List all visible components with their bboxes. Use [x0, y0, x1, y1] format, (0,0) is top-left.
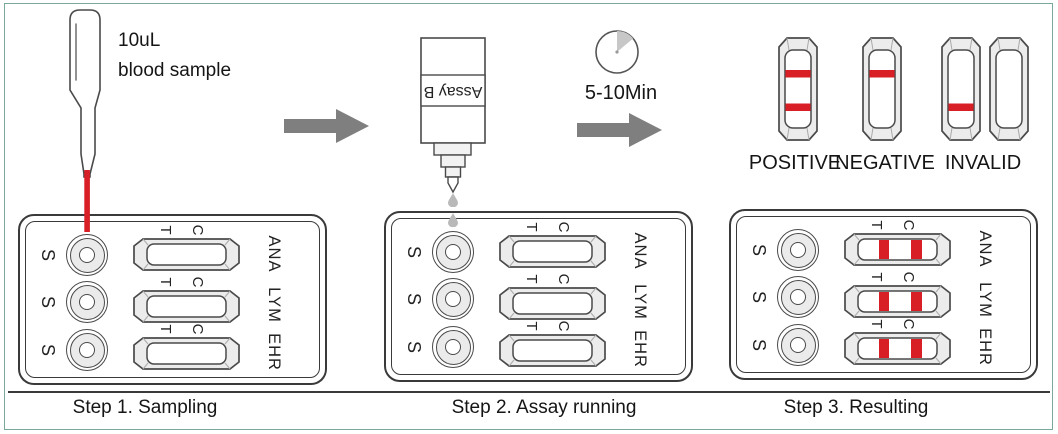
control-line-label: C: [189, 224, 207, 236]
blood-line: [84, 170, 90, 232]
sample-well-label: S: [749, 243, 770, 256]
cassette-strip-label-ehr: EHR: [976, 328, 995, 366]
cassette-inner-panel: [25, 221, 320, 378]
test-line-label: T: [157, 225, 175, 235]
result-window: [844, 332, 951, 365]
control-line-label: C: [555, 221, 573, 233]
control-line: [911, 240, 922, 259]
sample-well-label: S: [404, 340, 425, 353]
divider-line: [8, 391, 1050, 393]
result-window: [844, 285, 951, 318]
test-line-label: T: [868, 272, 886, 282]
cassette-strip-label-ehr: EHR: [631, 330, 650, 368]
control-line-label: C: [900, 318, 918, 330]
sample-well: [777, 324, 819, 366]
test-line-label: T: [523, 274, 541, 284]
control-line-label: C: [189, 276, 207, 288]
control-line: [869, 70, 895, 78]
sample-well-label: S: [749, 290, 770, 303]
test-line-label: T: [868, 319, 886, 329]
test-cassette-step1: S S S T C T C T C ANA LYM EHR: [18, 214, 327, 385]
control-line-label: C: [900, 271, 918, 283]
test-line-label: T: [157, 324, 175, 334]
control-line-label: C: [900, 219, 918, 231]
sample-well: [66, 329, 108, 371]
buffer-bottle-icon: [420, 37, 486, 194]
result-window: [499, 235, 606, 268]
result-label-negative: NEGATIVE: [835, 152, 935, 174]
cassette-strip-label-ehr: EHR: [265, 333, 284, 371]
sample-well-label: S: [404, 245, 425, 258]
result-strip-positive: [778, 37, 818, 141]
test-line: [879, 240, 889, 259]
test-line-label: T: [868, 220, 886, 230]
result-label-invalid: INVALID: [944, 152, 1022, 174]
result-strip-invalid-blank: [989, 37, 1029, 141]
result-window: [133, 290, 240, 323]
test-line-label: T: [157, 277, 175, 287]
control-line-label: C: [189, 323, 207, 335]
timer-label: 5-10Min: [584, 82, 658, 104]
control-line: [911, 292, 922, 311]
cassette-inner-panel: [391, 218, 686, 375]
result-window: [133, 337, 240, 370]
test-cassette-step2: S S S T C T C T C ANA LYM EHR: [384, 211, 693, 382]
test-cassette-step3: S S S T C T C T C: [729, 209, 1038, 380]
result-window: [133, 238, 240, 271]
sample-well: [777, 276, 819, 318]
sample-note-line2: blood sample: [118, 60, 232, 81]
sample-well: [66, 281, 108, 323]
result-strip-negative: [862, 37, 902, 141]
sample-well: [432, 231, 474, 273]
sample-well: [66, 234, 108, 276]
result-label-positive: POSITIVE: [748, 152, 842, 174]
test-line: [948, 103, 974, 111]
droplet-icon: [448, 193, 458, 207]
result-window: [499, 287, 606, 320]
result-window: [499, 334, 606, 367]
sample-well: [432, 278, 474, 320]
sample-well-label: S: [38, 295, 59, 308]
step3-caption: Step 3. Resulting: [783, 397, 929, 418]
step1-caption: Step 1. Sampling: [72, 397, 218, 418]
arrow-right-icon: [577, 113, 662, 147]
cassette-inner-panel: [736, 216, 1031, 373]
arrow-right-icon: [284, 109, 369, 143]
sample-well-label: S: [404, 292, 425, 305]
sample-well: [432, 326, 474, 368]
timer-icon: [595, 30, 639, 74]
dropper-icon: [69, 9, 101, 232]
bottle-label: Assay B: [423, 83, 483, 100]
control-line: [911, 339, 922, 358]
control-line-label: C: [555, 273, 573, 285]
test-line: [785, 103, 811, 111]
step2-caption: Step 2. Assay running: [451, 397, 637, 418]
sample-well-label: S: [38, 248, 59, 261]
control-line-label: C: [555, 320, 573, 332]
test-line-label: T: [523, 321, 541, 331]
test-line: [879, 292, 889, 311]
sample-note: 10uL blood sample: [118, 26, 231, 86]
sample-well: [777, 229, 819, 271]
result-strip-invalid-no-control: [941, 37, 981, 141]
test-line: [879, 339, 889, 358]
droplet-icon: [448, 213, 458, 227]
result-window: [844, 233, 951, 266]
sample-well-label: S: [749, 338, 770, 351]
test-line-label: T: [523, 222, 541, 232]
control-line: [785, 70, 811, 78]
sample-well-label: S: [38, 343, 59, 356]
sample-note-line1: 10uL: [118, 30, 161, 51]
